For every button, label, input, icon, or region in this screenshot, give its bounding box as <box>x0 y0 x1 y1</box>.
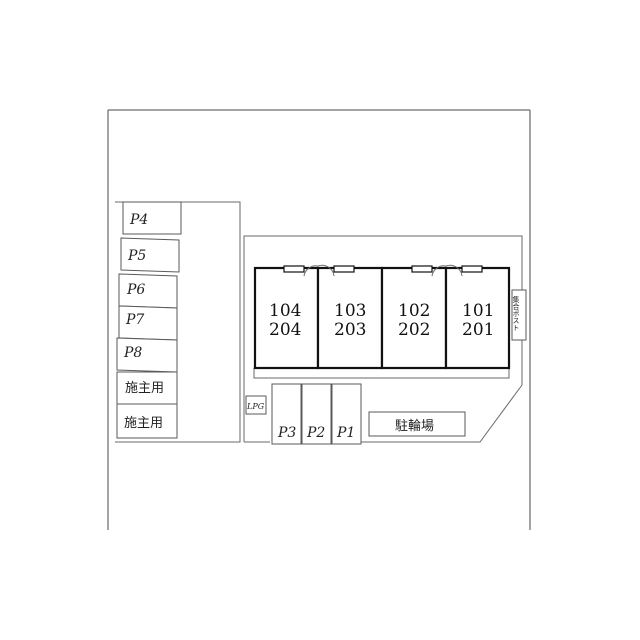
entrance-103 <box>333 265 355 273</box>
lpg-tank <box>245 395 267 415</box>
unit-label-104: 104 <box>269 301 301 321</box>
parking-label-p5: P5 <box>127 248 146 264</box>
unit-label-103: 103 <box>334 301 366 321</box>
parking-label-p7: P7 <box>125 312 144 328</box>
bike-parking <box>368 411 466 437</box>
parking-label-p1: P1 <box>336 425 355 441</box>
parking-space-p5 <box>120 237 180 273</box>
parking-space-p3 <box>271 383 302 445</box>
parking-label-p8: P8 <box>123 345 142 361</box>
lpg-label: LPG <box>246 402 265 411</box>
parking-label-p4: P4 <box>129 212 148 228</box>
unit-label-102: 102 <box>398 301 430 321</box>
parking-label-owner-1: 施主用 <box>125 381 164 396</box>
bike-parking-label: 駐輪場 <box>395 418 434 434</box>
parking-space-p1 <box>331 383 362 445</box>
entrance-104 <box>283 265 305 273</box>
parking-label-p2: P2 <box>306 425 325 441</box>
unit-104 <box>253 266 320 370</box>
entrance-102 <box>411 265 433 273</box>
door-swing-icon <box>303 265 319 277</box>
parking-space-p2 <box>301 383 332 445</box>
parking-label-p6: P6 <box>126 282 145 298</box>
parking-label-owner-2: 施主用 <box>124 416 163 431</box>
entrance-101 <box>461 265 483 273</box>
unit-label-101: 101 <box>462 301 494 321</box>
unit-label-201: 201 <box>462 320 494 340</box>
building <box>253 266 511 370</box>
unit-label-204: 204 <box>269 320 301 340</box>
mailbox-label: 集合ポスト <box>512 295 520 331</box>
unit-label-203: 203 <box>334 320 366 340</box>
left-parking-spaces <box>116 201 182 439</box>
door-swing-icon <box>317 264 335 277</box>
door-swing-icon <box>431 265 447 277</box>
unit-label-202: 202 <box>398 320 430 340</box>
parking-label-p3: P3 <box>277 425 296 441</box>
parking-space-p4 <box>122 201 182 235</box>
door-swing-icon <box>445 264 463 277</box>
balcony-strip <box>253 367 510 379</box>
mailbox <box>511 289 527 341</box>
parking-space-owner-2 <box>116 403 178 439</box>
entrances <box>283 264 483 277</box>
